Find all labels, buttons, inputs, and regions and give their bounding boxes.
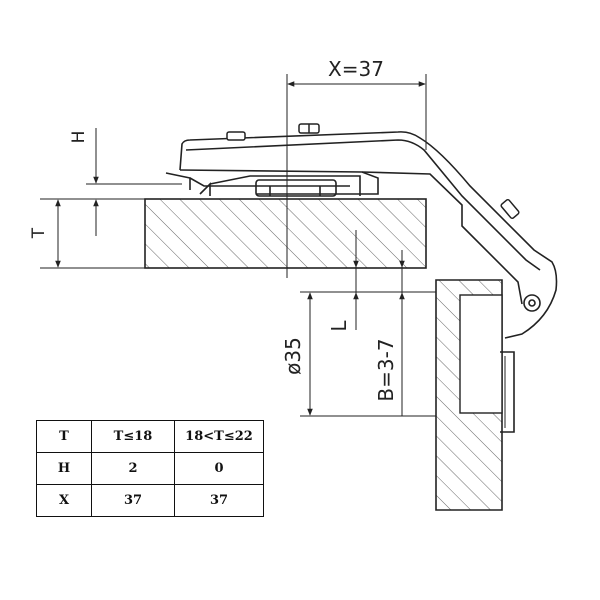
table-cell: H <box>36 452 92 485</box>
table-cell: T <box>36 420 92 453</box>
adjust-screw-rear <box>226 131 246 141</box>
cabinet-panel <box>144 198 427 269</box>
dim-x: X=37 <box>287 57 426 87</box>
dim-b-label: B=3-7 <box>374 338 398 401</box>
hinge-pivot <box>523 294 541 312</box>
dim-x-label: X=37 <box>328 57 384 81</box>
table-row: T T≤18 18<T≤22 <box>36 420 264 453</box>
table-cell: 37 <box>174 484 264 517</box>
table-cell: 18<T≤22 <box>174 420 264 453</box>
hinge-cup <box>500 351 515 433</box>
adjust-screw-top <box>298 123 320 134</box>
dim-b: B=3-7 <box>374 250 405 416</box>
hinge-arm <box>165 131 558 339</box>
table-cell: 2 <box>91 452 175 485</box>
dim-h-label: H <box>69 131 89 144</box>
dim-d-label: ø35 <box>281 337 305 375</box>
dim-l: L <box>327 240 359 332</box>
dim-t: T <box>29 199 61 268</box>
door-panel <box>435 279 503 511</box>
dim-l-label: L <box>327 320 351 332</box>
spec-table: T T≤18 18<T≤22 H 2 0 X 37 37 <box>36 420 264 517</box>
table-cell: X <box>36 484 92 517</box>
dim-t-label: T <box>29 227 49 239</box>
dim-h: H <box>69 128 99 236</box>
extension-lines <box>40 74 436 417</box>
adjust-screw-side <box>500 198 520 220</box>
table-cell: 0 <box>174 452 264 485</box>
table-cell: T≤18 <box>91 420 175 453</box>
table-row: X 37 37 <box>36 484 264 517</box>
table-row: H 2 0 <box>36 452 264 485</box>
table-cell: 37 <box>91 484 175 517</box>
dim-d: ø35 <box>281 292 313 416</box>
